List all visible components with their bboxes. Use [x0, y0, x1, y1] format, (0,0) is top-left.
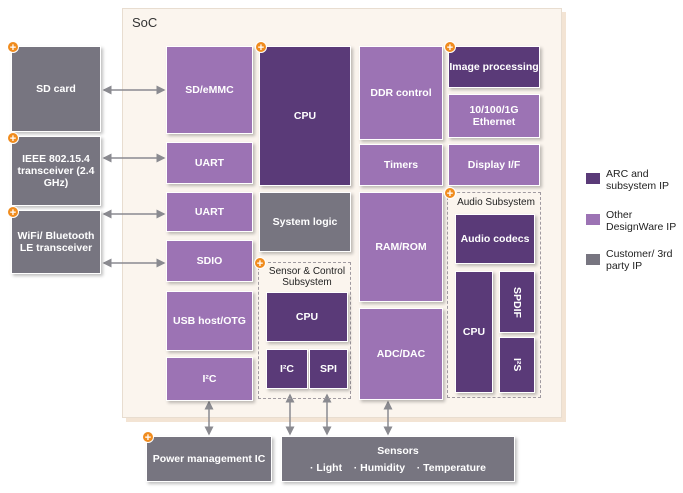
wifi-bluetooth-block: WiFi/ Bluetooth LE transceiver — [11, 210, 101, 274]
sensors-title: Sensors — [377, 444, 419, 457]
plus-badge-ieee: + — [7, 132, 19, 145]
audio-codecs-block: Audio codecs — [455, 214, 535, 264]
timers-block: Timers — [359, 144, 443, 186]
sensor-control-label: Sensor & Control Subsystem — [268, 266, 346, 288]
plus-badge-wifi: + — [7, 206, 19, 219]
i2c-main-block: I²C — [166, 357, 253, 401]
ddr-control-block: DDR control — [359, 46, 443, 140]
sensor-control-subsystem — [258, 262, 351, 399]
audio-cpu-block: CPU — [455, 271, 493, 393]
usb-block: USB host/OTG — [166, 291, 253, 351]
i2s-label: I²S — [511, 358, 523, 372]
plus-badge-sd-card: + — [7, 41, 19, 54]
system-logic-block: System logic — [259, 192, 351, 252]
sd-card-block: SD card — [11, 46, 101, 132]
sdio-block: SDIO — [166, 240, 253, 282]
plus-badge-power: + — [142, 431, 154, 444]
sensors-block: Sensors · Light · Humidity · Temperature — [281, 436, 515, 482]
i2s-block: I²S — [499, 337, 535, 393]
uart-block-1: UART — [166, 142, 253, 184]
legend-swatch-dw — [586, 214, 600, 225]
ram-rom-block: RAM/ROM — [359, 192, 443, 302]
spdif-block: SPDIF — [499, 271, 535, 333]
legend-label-arc: ARC and subsystem IP — [606, 168, 670, 192]
audio-subsystem — [447, 192, 541, 398]
image-processing-block: Image processing — [448, 46, 540, 88]
legend-swatch-customer — [586, 254, 600, 265]
sensors-items: · Light · Humidity · Temperature — [310, 461, 486, 474]
sensor-i2c-block: I²C — [266, 349, 308, 389]
power-management-block: Power management IC — [146, 436, 272, 482]
spdif-label: SPDIF — [511, 286, 523, 318]
plus-badge-cpu: + — [255, 41, 267, 54]
sensor-cpu-block: CPU — [266, 292, 348, 342]
legend-label-customer: Customer/ 3rd party IP — [606, 248, 673, 272]
plus-badge-sensor: + — [254, 257, 266, 270]
legend-label-dw: Other DesignWare IP — [606, 209, 677, 233]
plus-badge-image: + — [444, 41, 456, 54]
adc-dac-block: ADC/DAC — [359, 308, 443, 400]
cpu-main-block: CPU — [259, 46, 351, 186]
ieee-transceiver-block: IEEE 802.15.4 transceiver (2.4 GHz) — [11, 136, 101, 206]
audio-subsystem-label: Audio Subsystem — [457, 197, 535, 208]
soc-title: SoC — [132, 15, 158, 30]
sensor-spi-block: SPI — [309, 349, 348, 389]
legend-swatch-arc — [586, 173, 600, 184]
ethernet-block: 10/100/1G Ethernet — [448, 94, 540, 138]
display-if-block: Display I/F — [448, 144, 540, 186]
uart-block-2: UART — [166, 192, 253, 232]
plus-badge-audio: + — [444, 187, 456, 200]
sdemmc-block: SD/eMMC — [166, 46, 253, 134]
